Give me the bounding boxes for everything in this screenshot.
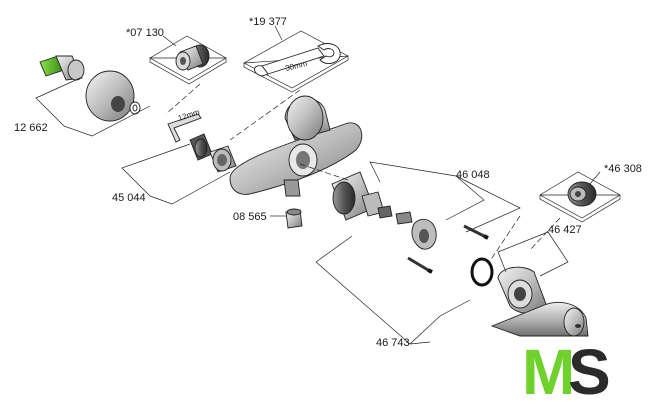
screw-2 xyxy=(407,256,433,274)
mixer-body xyxy=(229,95,363,197)
label-46743: 46 743 xyxy=(376,337,410,349)
cartridge-46048 xyxy=(331,171,413,225)
handle xyxy=(490,302,589,337)
label-46308: *46 308 xyxy=(604,163,642,175)
connector-45044 xyxy=(189,133,237,173)
label-46048: 46 048 xyxy=(456,169,490,181)
label-12662: 12 662 xyxy=(14,122,48,134)
label-08565: 08 565 xyxy=(233,211,267,223)
flange-12662 xyxy=(85,70,135,122)
assembly-dash-lines xyxy=(165,83,561,265)
screw-1 xyxy=(463,224,489,240)
o-ring xyxy=(470,257,494,287)
label-45044: 45 044 xyxy=(112,192,146,204)
s-union-12662 xyxy=(39,55,85,81)
wrench-19377: 30mm xyxy=(254,43,341,77)
label-46427: 46 427 xyxy=(548,224,582,236)
logo-letter-m: M xyxy=(522,336,575,406)
label-19377: *19 377 xyxy=(249,16,287,28)
ms-logo: M S xyxy=(522,336,611,406)
cap-46308 xyxy=(567,181,597,207)
leader-lines xyxy=(35,25,601,345)
logo-letter-s: S xyxy=(568,336,611,406)
sleeve-46427 xyxy=(497,266,547,314)
hex-key-12mm: 12mm xyxy=(167,107,202,143)
retaining-plate xyxy=(411,218,437,250)
label-07130: *07 130 xyxy=(126,27,164,39)
box-46308 xyxy=(539,171,621,223)
nipple-08565 xyxy=(285,208,303,229)
hex-nut-07130 xyxy=(175,44,210,71)
box-07130 xyxy=(149,35,227,85)
